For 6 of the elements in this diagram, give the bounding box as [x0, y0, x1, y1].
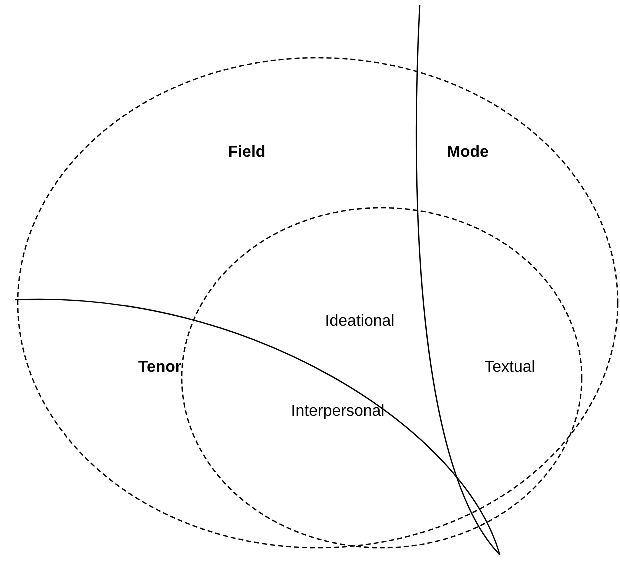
region-label: Mode [447, 144, 489, 162]
function-label: Interpersonal [291, 403, 385, 421]
function-label: Textual [484, 359, 536, 377]
function-label: Ideational [325, 313, 395, 331]
region-label: Field [228, 144, 266, 162]
region-label: Tenor [138, 359, 182, 377]
